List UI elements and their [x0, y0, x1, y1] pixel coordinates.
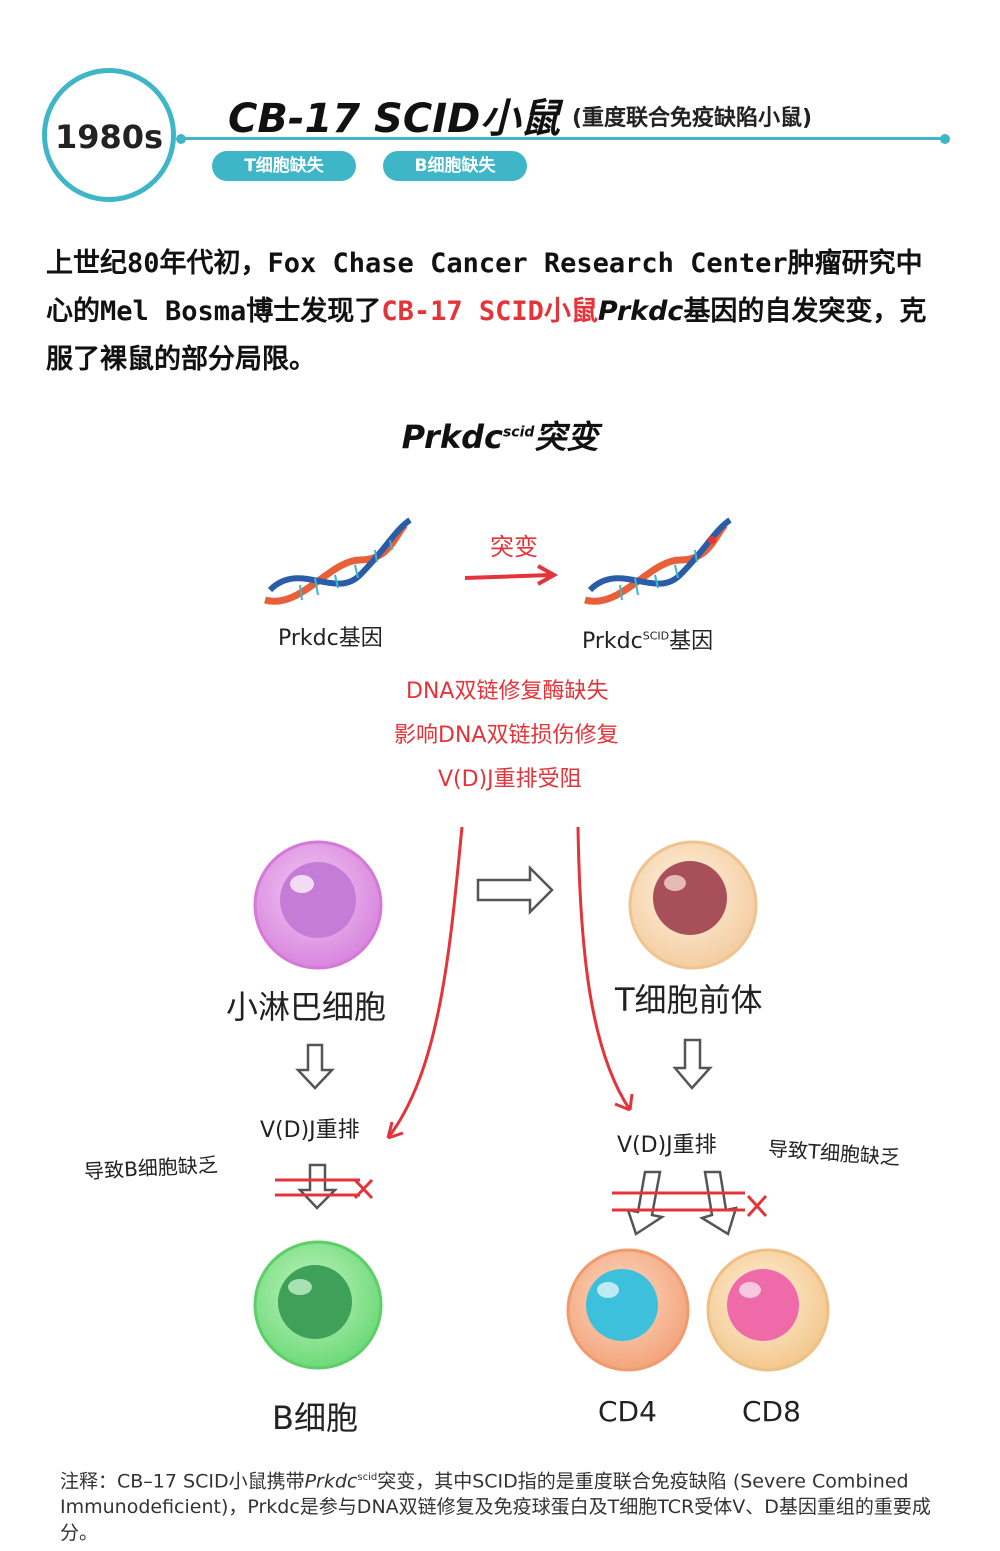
red-arrow-left [386, 826, 464, 1139]
mutation-arrow-icon [464, 564, 559, 586]
gene-right-sup: SCID [642, 629, 670, 643]
vdj-label-right: V(D)J重排 [617, 1133, 717, 1158]
tag-t-cell: T细胞缺失 [212, 151, 356, 181]
timeline-dot-left [176, 134, 186, 144]
intro-gene: Prkdc [597, 296, 684, 327]
cd4-cell [566, 1248, 690, 1372]
down-arrow-icon-blocked-b [297, 1163, 339, 1210]
cd4-label: CD4 [598, 1395, 657, 1428]
small-lymphocyte-label: 小淋巴细胞 [226, 988, 387, 1026]
t-precursor-label: T细胞前体 [615, 981, 763, 1019]
effect-3: V(D)J重排受阻 [438, 767, 582, 792]
hollow-arrow-icon [476, 864, 554, 916]
page-title: CB-17 SCID小鼠 [228, 96, 561, 142]
diagram-illustration [253, 517, 830, 1372]
vdj-label-left: V(D)J重排 [260, 1118, 360, 1143]
t-precursor-cell [628, 840, 758, 970]
b-cell [253, 1240, 383, 1370]
dna-icon-left [264, 517, 412, 605]
b-cell-label: B细胞 [272, 1399, 358, 1437]
note-prefix: 注释：CB–17 SCID小鼠携带 [60, 1470, 305, 1493]
note-rest: 突变，其中SCID指的是重度联合免疫缺陷 (Severe Combined Im… [60, 1470, 931, 1545]
gene-right-suffix: 基因 [669, 629, 714, 654]
diagram-heading: Prkdcscid突变 [0, 412, 1000, 458]
intro-paragraph: 上世纪80年代初，Fox Chase Cancer Research Cente… [46, 240, 946, 384]
tag-b-cell: B细胞缺失 [383, 151, 527, 181]
heading-gene: Prkdc [401, 418, 503, 456]
note-sup: scid [357, 1472, 378, 1483]
gene-label-right: PrkdcSCID基因 [582, 623, 713, 655]
down-arrow-icon-blocked-cd4 [626, 1170, 666, 1236]
year-label: 1980s [54, 118, 164, 156]
header-timeline-line [180, 137, 945, 140]
red-arrow-right [576, 826, 632, 1111]
heading-suffix: 突变 [534, 418, 599, 456]
down-arrow-icon-right [672, 1038, 713, 1090]
intro-text-2: 基因的自发突变，克服了裸鼠的部分局限。 [46, 296, 927, 375]
down-arrow-icon-left [295, 1043, 335, 1090]
block-lines-t [612, 1191, 768, 1218]
effect-2: 影响DNA双链损伤修复 [394, 723, 619, 748]
gene-label-left: Prkdc基因 [278, 626, 383, 651]
effect-1: DNA双链修复酶缺失 [406, 679, 609, 704]
gene-right-prefix: Prkdc [582, 629, 643, 654]
down-arrow-icon-blocked-cd8 [698, 1170, 738, 1236]
timeline-dot-right [940, 134, 950, 144]
cd8-label: CD8 [742, 1395, 801, 1428]
footnote: 注释：CB–17 SCID小鼠携带Prkdcscid突变，其中SCID指的是重度… [60, 1465, 940, 1546]
cd8-cell [706, 1248, 830, 1372]
heading-sup: scid [502, 424, 535, 441]
page-subtitle: (重度联合免疫缺陷小鼠) [572, 106, 813, 131]
mutation-label: 突变 [490, 533, 538, 561]
note-gene: Prkdc [304, 1470, 358, 1493]
year-circle [42, 68, 176, 202]
small-lymphocyte-cell [253, 840, 383, 970]
intro-text-1: 上世纪80年代初，Fox Chase Cancer Research Cente… [46, 248, 923, 327]
intro-highlight: CB-17 SCID小鼠 [381, 296, 598, 327]
dna-icon-right [584, 517, 732, 605]
block-lines-b [275, 1178, 374, 1200]
